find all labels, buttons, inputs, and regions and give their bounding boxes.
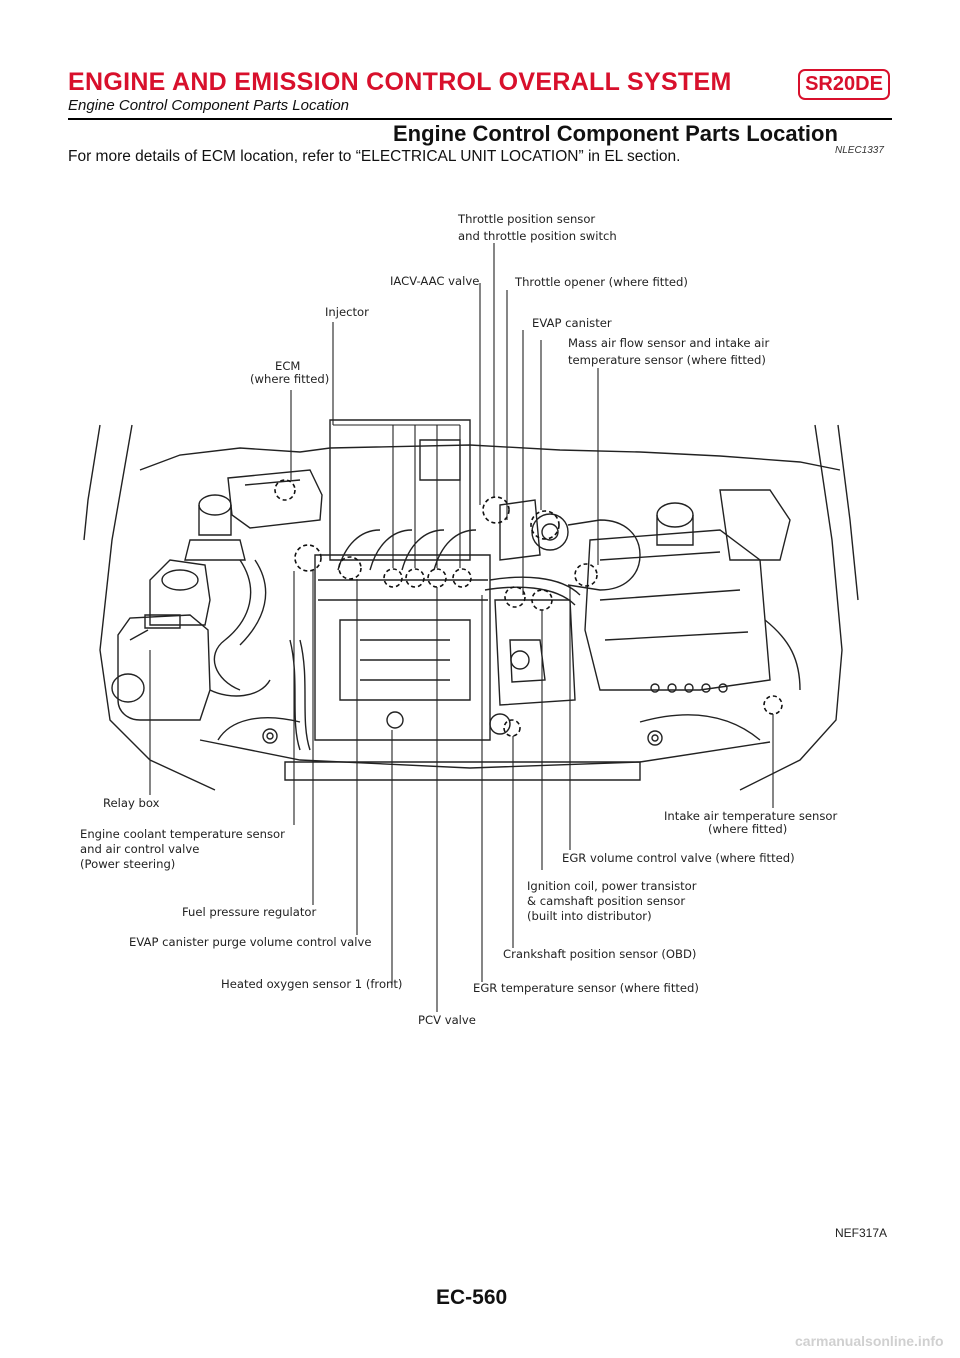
section-code: NLEC1337 — [835, 145, 884, 156]
intake-air-temperature-sensor-label: Intake air temperature sensor (where fit… — [664, 809, 841, 836]
header-rule — [68, 118, 892, 120]
page-number: EC-560 — [436, 1286, 508, 1309]
header-title: ENGINE AND EMISSION CONTROL OVERALL SYST… — [68, 68, 732, 96]
mass-air-flow-sensor-label: Mass air flow sensor and intake air temp… — [568, 336, 773, 367]
fuel-pressure-regulator-label: Fuel pressure regulator — [182, 905, 317, 919]
heated-oxygen-sensor-label: Heated oxygen sensor 1 (front) — [221, 977, 402, 991]
crankshaft-position-sensor-label: Crankshaft position sensor (OBD) — [503, 947, 696, 961]
leader-lines — [149, 243, 774, 1012]
header-subtitle: Engine Control Component Parts Location — [68, 97, 350, 114]
ecm-label: ECM (where fitted) — [250, 359, 329, 386]
iacv-aac-valve-label: IACV-AAC valve — [390, 274, 479, 288]
engine-coolant-temperature-sensor-label: Engine coolant temperature sensor and ai… — [80, 827, 289, 871]
pcv-valve-label: PCV valve — [418, 1013, 476, 1027]
engine-model-badge: SR20DE — [798, 69, 890, 100]
throttle-opener-label: Throttle opener (where fitted) — [514, 275, 688, 289]
section-title: Engine Control Component Parts Location — [393, 121, 838, 146]
ignition-coil-label: Ignition coil, power transistor & camsha… — [527, 879, 700, 923]
watermark: carmanualsonline.info — [795, 1333, 944, 1349]
figure-id: NEF317A — [835, 1226, 888, 1240]
evap-canister-label: EVAP canister — [532, 316, 612, 330]
injector-label: Injector — [325, 305, 369, 319]
egr-volume-control-valve-label: EGR volume control valve (where fitted) — [562, 851, 795, 865]
relay-box-label: Relay box — [103, 796, 160, 810]
egr-temperature-sensor-label: EGR temperature sensor (where fitted) — [473, 981, 699, 995]
evap-canister-purge-valve-label: EVAP canister purge volume control valve — [129, 935, 371, 949]
engine-bay-illustration — [83, 419, 859, 791]
throttle-position-sensor-label: Throttle position sensor and throttle po… — [457, 212, 617, 243]
locator-circles — [274, 479, 783, 737]
intro-paragraph: For more details of ECM location, refer … — [68, 148, 681, 165]
